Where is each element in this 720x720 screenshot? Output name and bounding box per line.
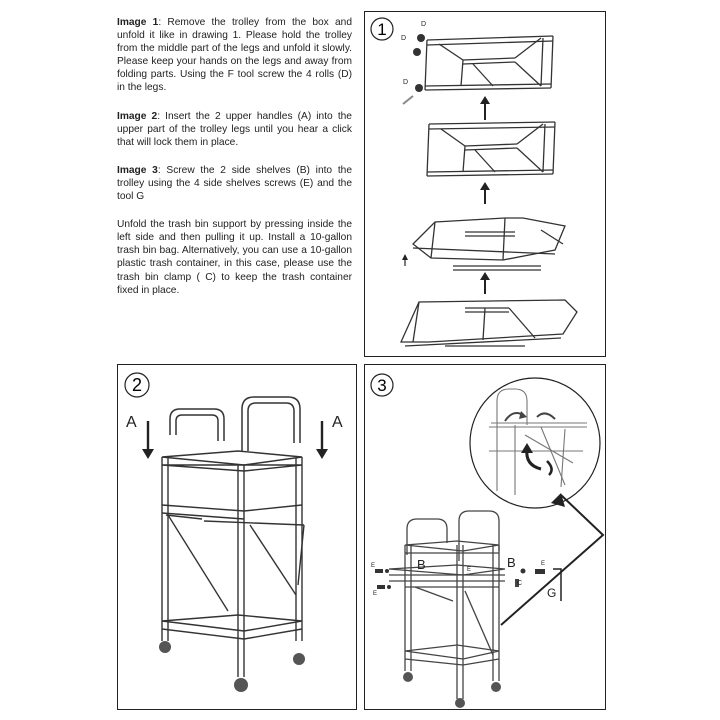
trolley-flat bbox=[399, 299, 578, 347]
small-arrow-head-icon bbox=[402, 254, 408, 260]
pointer-arrow-icon bbox=[500, 493, 605, 626]
step-3-number: 3 bbox=[377, 376, 386, 395]
instruction-2-body: : Insert the 2 upper handles (A) into th… bbox=[117, 110, 352, 148]
instruction-1: Image 1: Remove the trolley from the box… bbox=[117, 16, 352, 95]
label-g: G bbox=[547, 586, 556, 600]
curved-arrow-up-icon bbox=[521, 443, 542, 471]
step-1-number: 1 bbox=[377, 20, 386, 39]
label-d-3: D bbox=[403, 79, 408, 86]
step-2-number: 2 bbox=[132, 375, 142, 395]
trolley-frame bbox=[161, 450, 305, 677]
arrow-up-icon bbox=[480, 272, 490, 294]
instruction-2-title: Image 2 bbox=[117, 110, 158, 122]
tool-g-icon bbox=[553, 568, 562, 601]
detail-zoom-circle bbox=[469, 377, 601, 509]
label-b-right: B bbox=[507, 555, 516, 570]
trolley-assembled bbox=[388, 510, 506, 699]
arrow-up-icon bbox=[480, 96, 490, 120]
screw-icons bbox=[375, 568, 545, 589]
label-d-1: D bbox=[421, 21, 426, 28]
label-c: C bbox=[517, 580, 522, 587]
instructions-text: Image 1: Remove the trolley from the box… bbox=[117, 16, 352, 312]
rotate-arrow-icon bbox=[504, 411, 527, 422]
wheel-icons bbox=[159, 641, 305, 692]
detail-trolley-closeup bbox=[489, 388, 587, 495]
label-d-2: D bbox=[401, 35, 406, 42]
instruction-3: Image 3: Screw the 2 side shelves (B) in… bbox=[117, 164, 352, 203]
diagram-panel-3: 3 bbox=[364, 364, 606, 710]
label-e-center: E bbox=[467, 567, 471, 573]
rotate-arrow-icon bbox=[536, 412, 556, 420]
label-e-right: E bbox=[541, 561, 545, 567]
step-1-circle bbox=[370, 17, 394, 41]
panel-3-drawing: 3 bbox=[370, 373, 605, 708]
tool-f-icon bbox=[402, 95, 414, 105]
curved-arrow-icon bbox=[546, 460, 553, 476]
diagram-panel-2: 2 A A bbox=[117, 364, 357, 710]
label-a-right: A bbox=[332, 414, 343, 431]
instruction-4: Unfold the trash bin support by pressing… bbox=[117, 218, 352, 297]
label-a-left: A bbox=[126, 414, 137, 431]
label-e-left-2: E bbox=[373, 591, 377, 597]
instruction-1-body: : Remove the trolley from the box and un… bbox=[117, 17, 352, 94]
step-2-circle bbox=[124, 372, 150, 398]
wheel-icons bbox=[413, 34, 425, 92]
arrow-down-icon bbox=[316, 421, 328, 459]
panel-2-drawing: 2 A A bbox=[124, 372, 343, 692]
arrow-down-icon bbox=[142, 421, 154, 459]
instruction-3-title: Image 3 bbox=[117, 164, 158, 176]
instruction-1-title: Image 1 bbox=[117, 17, 159, 28]
label-e-left-1: E bbox=[371, 563, 375, 569]
arrow-up-icon bbox=[480, 182, 490, 204]
trolley-folded-mid bbox=[426, 121, 556, 177]
label-b-left: B bbox=[417, 557, 426, 572]
diagram-panel-1: 1 D D D bbox=[364, 11, 606, 357]
wheel-icons bbox=[403, 672, 501, 708]
instruction-2: Image 2: Insert the 2 upper handles (A) … bbox=[117, 110, 352, 149]
step-3-circle bbox=[370, 373, 394, 397]
trolley-folded-top bbox=[424, 35, 554, 91]
panel-1-drawing: 1 D D D bbox=[370, 17, 578, 347]
upper-handles bbox=[169, 396, 301, 451]
instruction-3-body: : Screw the 2 side shelves (B) into the … bbox=[117, 164, 352, 203]
trolley-unfolding bbox=[412, 217, 566, 271]
instruction-4-body: Unfold the trash bin support by pressing… bbox=[117, 219, 352, 296]
